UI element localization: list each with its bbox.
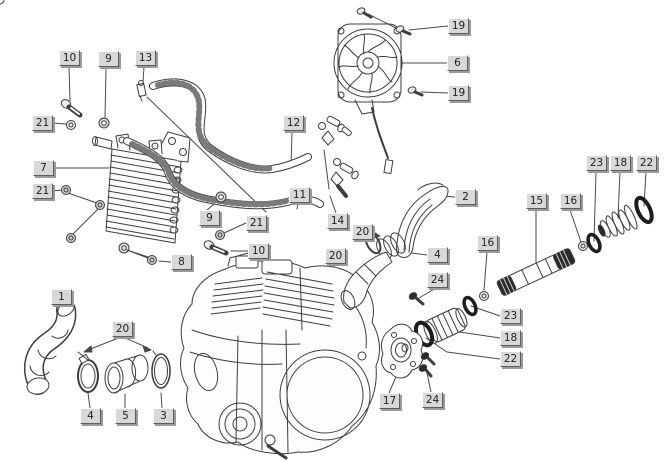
callout-14[interactable]: 14: [327, 213, 348, 229]
lower-seal-kit: [413, 291, 489, 348]
callout-17[interactable]: 17: [379, 393, 400, 409]
callout-23-low[interactable]: 23: [500, 308, 521, 324]
callout-21-c[interactable]: 21: [246, 215, 267, 231]
callout-24-low[interactable]: 24: [422, 392, 443, 408]
callout-22-low[interactable]: 22: [500, 351, 521, 367]
callout-18-low[interactable]: 18: [500, 330, 521, 346]
callout-1[interactable]: 1: [51, 289, 72, 305]
engine-block: [0, 0, 380, 460]
bolt-icons-24: [408, 292, 436, 378]
driveshaft: [496, 248, 576, 296]
callout-16-low[interactable]: 16: [477, 235, 498, 251]
callout-19-low[interactable]: 19: [448, 85, 469, 101]
callout-9-top[interactable]: 9: [98, 51, 119, 67]
callout-21-b[interactable]: 21: [32, 183, 53, 199]
callout-21-a[interactable]: 21: [32, 115, 53, 131]
callout-20-right[interactable]: 20: [352, 224, 373, 240]
callout-7[interactable]: 7: [33, 160, 54, 176]
callout-4-left[interactable]: 4: [80, 408, 101, 424]
bolt-washer-icons-mid: [203, 191, 229, 256]
callout-9-mid[interactable]: 9: [199, 210, 220, 226]
callout-20-mid[interactable]: 20: [325, 248, 346, 264]
callout-4-right[interactable]: 4: [427, 247, 448, 263]
intake-duct: [396, 182, 449, 258]
callout-11[interactable]: 11: [289, 187, 310, 203]
upper-seal-kit: [578, 195, 654, 254]
callout-2[interactable]: 2: [455, 189, 476, 205]
callout-13[interactable]: 13: [135, 50, 156, 66]
callout-3[interactable]: 3: [153, 408, 174, 424]
clamp-left: [77, 351, 99, 393]
rubber-sleeve: [104, 354, 149, 394]
mount-hardware: [126, 249, 149, 259]
callout-10-mid[interactable]: 10: [248, 243, 269, 259]
callout-15[interactable]: 15: [526, 193, 547, 209]
cooling-fan: [333, 23, 403, 175]
fan-screw-icons: [356, 7, 424, 97]
callout-10-top[interactable]: 10: [59, 50, 80, 66]
ring-clamp: [151, 350, 171, 389]
callout-8[interactable]: 8: [171, 254, 192, 270]
callout-16-up[interactable]: 16: [560, 193, 581, 209]
callout-23-up[interactable]: 23: [586, 155, 607, 171]
callout-19-top[interactable]: 19: [448, 18, 469, 34]
oil-cooler: [92, 131, 191, 244]
callout-5[interactable]: 5: [115, 408, 136, 424]
bolt-washer-icons-left: [60, 99, 157, 265]
thermo-fitting: [136, 80, 147, 102]
banjo-fittings: [318, 115, 359, 198]
callout-24-up[interactable]: 24: [427, 272, 448, 288]
oil-hose-upper: [149, 78, 312, 174]
callout-22-up[interactable]: 22: [636, 155, 657, 171]
callout-18-up[interactable]: 18: [610, 155, 631, 171]
callout-6[interactable]: 6: [447, 55, 468, 71]
callout-12[interactable]: 12: [283, 115, 304, 131]
intake-hose: [23, 300, 77, 395]
output-flange: [380, 323, 424, 379]
callout-20-left[interactable]: 20: [112, 321, 133, 337]
